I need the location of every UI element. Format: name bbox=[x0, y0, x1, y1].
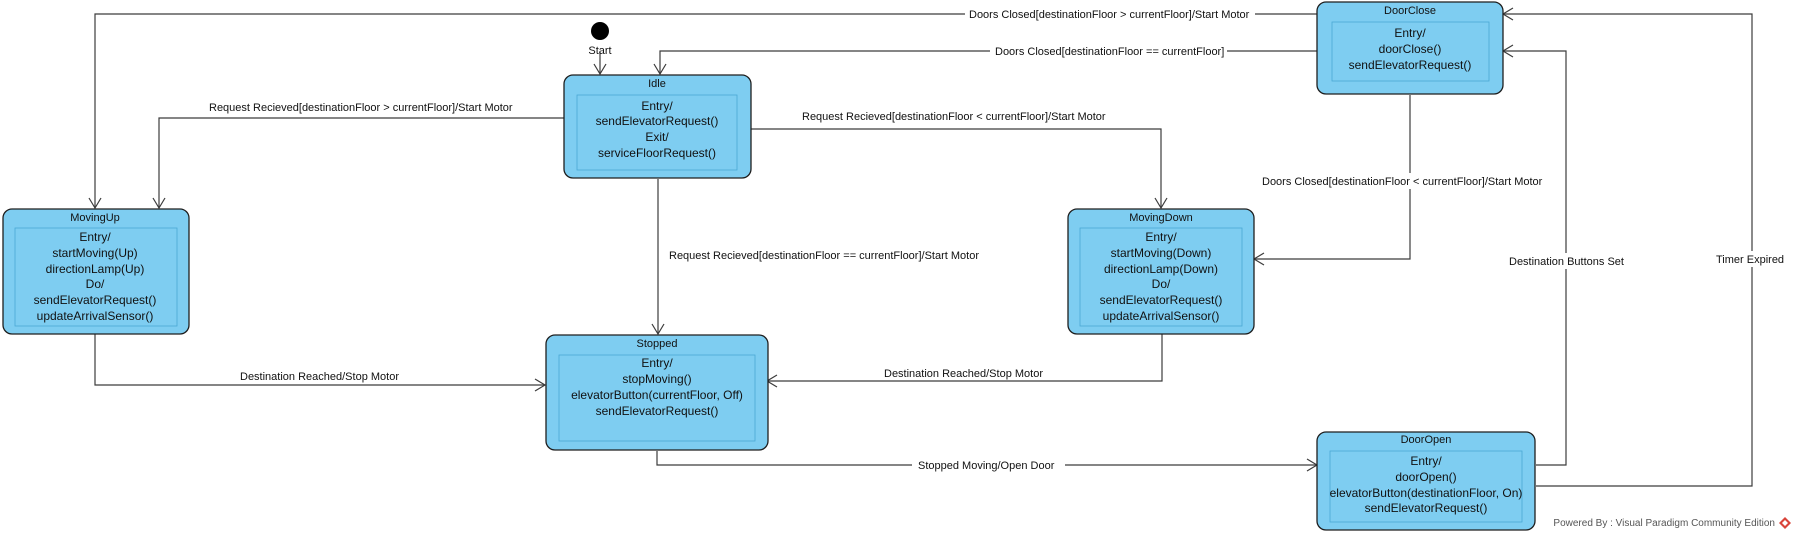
state-action: updateArrivalSensor() bbox=[1103, 309, 1220, 323]
transition-label-idle-stopped: Request Recieved[destinationFloor == cur… bbox=[669, 250, 979, 262]
state-action: updateArrivalSensor() bbox=[37, 309, 154, 323]
state-stopped[interactable]: Stopped Entry/ stopMoving() elevatorButt… bbox=[545, 334, 769, 451]
transition-label-doorclose-movingup: Doors Closed[destinationFloor > currentF… bbox=[969, 9, 1250, 21]
state-action: Exit/ bbox=[645, 130, 669, 144]
state-action: sendElevatorRequest() bbox=[596, 114, 719, 128]
state-action: Do/ bbox=[86, 277, 105, 291]
initial-state-dot bbox=[591, 22, 609, 40]
state-action: Entry/ bbox=[1145, 230, 1177, 244]
state-action: elevatorButton(destinationFloor, On) bbox=[1330, 486, 1523, 500]
state-action: elevatorButton(currentFloor, Off) bbox=[571, 388, 743, 402]
state-idle[interactable]: Idle Entry/ sendElevatorRequest() Exit/ … bbox=[563, 74, 752, 179]
state-movingdown[interactable]: MovingDown Entry/ startMoving(Down) dire… bbox=[1067, 208, 1255, 335]
state-dooropen[interactable]: DoorOpen Entry/ doorOpen() elevatorButto… bbox=[1316, 431, 1536, 531]
arrowhead bbox=[593, 63, 607, 76]
state-name: Idle bbox=[648, 78, 666, 90]
state-action: sendElevatorRequest() bbox=[1349, 58, 1472, 72]
transition-label-doorclose-idle: Doors Closed[destinationFloor == current… bbox=[995, 46, 1224, 58]
arrowhead bbox=[651, 323, 665, 336]
state-action: stopMoving() bbox=[622, 372, 691, 386]
state-action: directionLamp(Down) bbox=[1104, 262, 1218, 276]
state-action: Entry/ bbox=[1410, 454, 1442, 468]
state-action: directionLamp(Up) bbox=[46, 262, 145, 276]
watermark: Powered By : Visual Paradigm Community E… bbox=[1553, 517, 1791, 529]
state-action: sendElevatorRequest() bbox=[1100, 293, 1223, 307]
transition-label-idle-movingdown: Request Recieved[destinationFloor < curr… bbox=[802, 111, 1106, 123]
state-doorclose[interactable]: DoorClose Entry/ doorClose() sendElevato… bbox=[1316, 1, 1504, 95]
state-action: Entry/ bbox=[641, 356, 673, 370]
transition-label-doorclose-movingdown: Doors Closed[destinationFloor < currentF… bbox=[1262, 176, 1543, 188]
edge-idle-to-movingup bbox=[158, 117, 564, 208]
state-name: MovingUp bbox=[70, 212, 120, 224]
state-action: sendElevatorRequest() bbox=[596, 404, 719, 418]
transition-label-movingdown-stopped: Destination Reached/Stop Motor bbox=[884, 368, 1043, 380]
arrowhead bbox=[88, 197, 102, 210]
state-name: Stopped bbox=[637, 338, 678, 350]
transition-label-idle-movingup: Request Recieved[destinationFloor > curr… bbox=[209, 102, 513, 114]
edge-doorclose-to-movingup bbox=[94, 13, 1317, 208]
state-action: startMoving(Up) bbox=[52, 246, 137, 260]
edge-doorclose-to-movingdown bbox=[1254, 95, 1411, 260]
arrowhead bbox=[534, 378, 547, 392]
transition-label-movingup-stopped: Destination Reached/Stop Motor bbox=[240, 371, 399, 383]
transition-label-stopped-dooropen: Stopped Moving/Open Door bbox=[918, 460, 1055, 472]
edge-dooropen-to-doorclose-timer bbox=[1503, 13, 1753, 487]
state-action: sendElevatorRequest() bbox=[1365, 501, 1488, 515]
state-action: serviceFloorRequest() bbox=[598, 146, 716, 160]
start-label: Start bbox=[588, 45, 611, 57]
transition-label-dooropen-doorclose-timer: Timer Expired bbox=[1716, 254, 1784, 266]
edge-movingup-to-stopped bbox=[94, 334, 545, 386]
state-movingup[interactable]: MovingUp Entry/ startMoving(Up) directio… bbox=[2, 208, 190, 335]
state-name: DoorOpen bbox=[1401, 434, 1452, 446]
state-name: DoorClose bbox=[1384, 5, 1436, 17]
edge-movingdown-to-stopped bbox=[767, 334, 1163, 382]
state-action: Entry/ bbox=[1394, 26, 1426, 40]
edge-stopped-to-dooropen bbox=[656, 451, 1317, 466]
state-name: MovingDown bbox=[1129, 212, 1193, 224]
edge-idle-to-movingdown bbox=[751, 128, 1162, 208]
state-action: Entry/ bbox=[79, 230, 111, 244]
arrowhead bbox=[1154, 197, 1168, 210]
state-action: doorClose() bbox=[1379, 42, 1442, 56]
state-action: startMoving(Down) bbox=[1111, 246, 1212, 260]
arrowhead bbox=[653, 63, 667, 76]
state-action: Entry/ bbox=[641, 99, 673, 113]
state-action: sendElevatorRequest() bbox=[34, 293, 157, 307]
arrowhead bbox=[152, 197, 166, 210]
state-action: doorOpen() bbox=[1395, 470, 1456, 484]
visual-paradigm-logo-icon bbox=[1779, 517, 1791, 529]
watermark-text: Powered By : Visual Paradigm Community E… bbox=[1553, 517, 1775, 529]
transition-label-dooropen-doorclose-buttons: Destination Buttons Set bbox=[1509, 256, 1624, 268]
state-action: Do/ bbox=[1152, 277, 1171, 291]
